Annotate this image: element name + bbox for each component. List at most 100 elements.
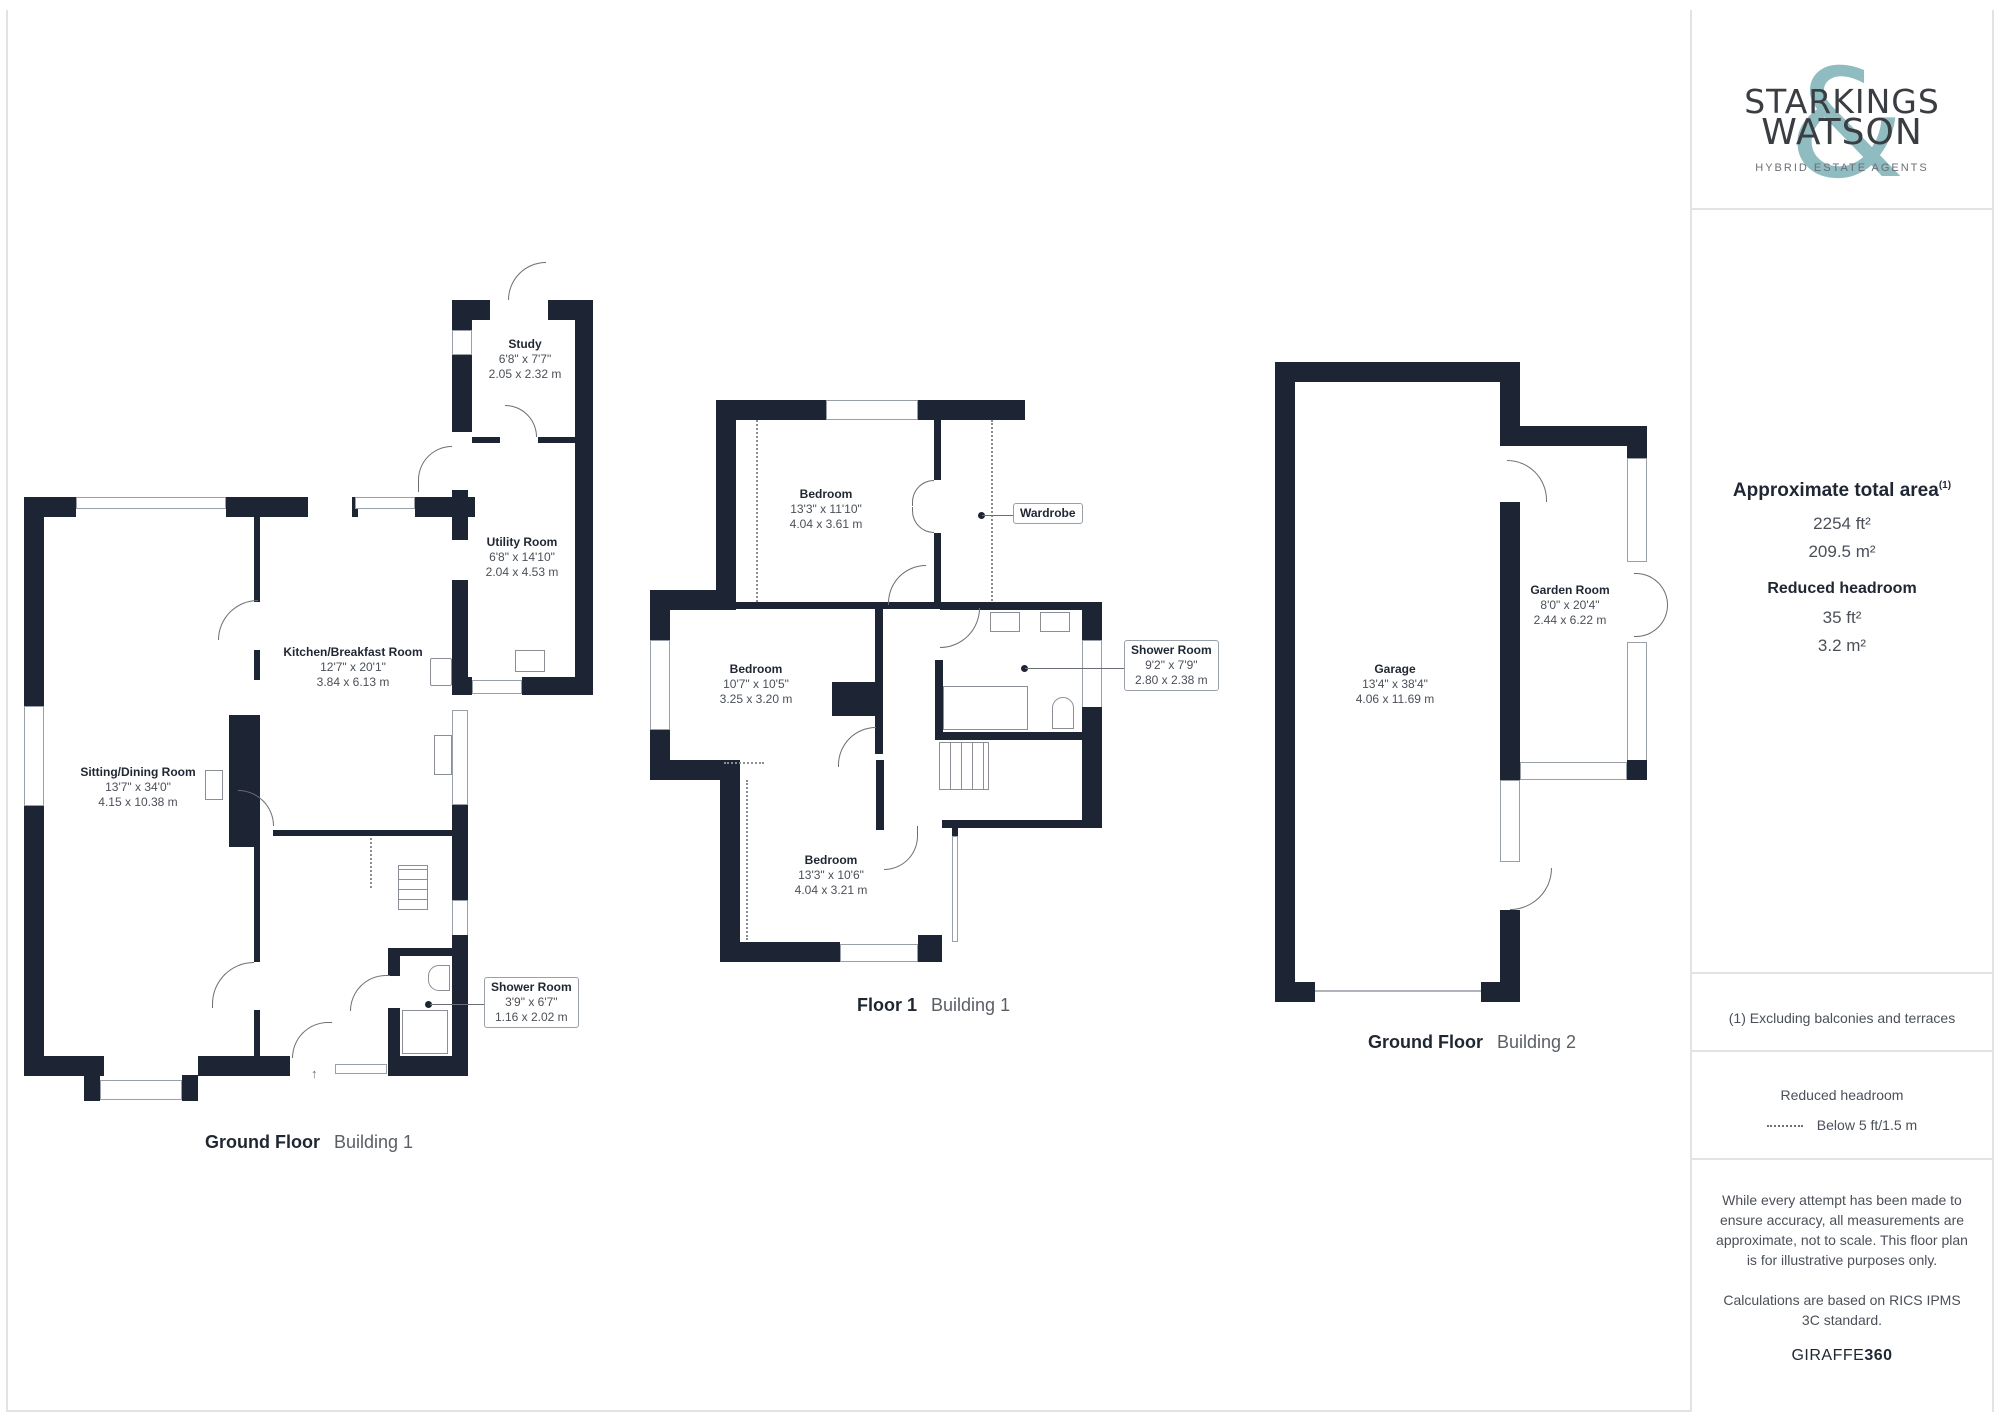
reduced-headroom-line	[746, 780, 748, 940]
divider	[1692, 208, 1992, 210]
wall	[452, 805, 468, 900]
door-icon[interactable]	[238, 790, 274, 826]
sheet-border-bottom	[6, 1410, 1691, 1412]
front-door-icon[interactable]	[292, 1022, 332, 1058]
callout-leader	[1025, 668, 1125, 669]
wall	[1627, 760, 1647, 780]
room-dimensions-metric: 2.04 x 4.53 m	[485, 565, 559, 579]
room-dimensions-metric: 3.25 x 3.20 m	[719, 692, 793, 706]
footnote-text: (1) Excluding balconies and terraces	[1728, 1010, 1956, 1026]
disclaimer: While every attempt has been made to ens…	[1714, 1190, 1970, 1330]
study-external-door-icon[interactable]	[508, 262, 546, 300]
room-label-kitchen-breakfast-room: Kitchen/Breakfast Room 12'7" x 20'1" 3.8…	[283, 645, 422, 690]
wall	[1627, 426, 1647, 458]
wall	[273, 830, 453, 836]
room-dimensions-metric: 4.06 x 11.69 m	[1355, 692, 1435, 706]
room-label-bedroom-3: Bedroom 13'3" x 10'6" 4.04 x 3.21 m	[795, 853, 868, 898]
wall	[388, 948, 468, 956]
callout-shower-room-ground: Shower Room 3'9" x 6'7" 1.16 x 2.02 m	[484, 977, 579, 1028]
door-icon[interactable]	[505, 405, 537, 437]
building-name: Building 2	[1496, 1032, 1577, 1052]
french-door-icon[interactable]	[1634, 605, 1668, 637]
staircase	[939, 742, 989, 790]
wall	[952, 826, 958, 836]
wall	[24, 497, 76, 517]
reduced-headroom-line	[370, 838, 372, 888]
giraffe360-credit: GIRAFFE360	[1692, 1347, 1992, 1365]
room-name: Wardrobe	[1020, 506, 1076, 520]
room-dimensions-imperial: 6'8" x 14'10"	[489, 550, 555, 564]
total-area-title: Approximate total area(1)	[1692, 480, 1992, 502]
wall	[1275, 362, 1520, 382]
wall	[452, 490, 468, 540]
room-name: Garage	[1374, 662, 1416, 676]
hob-icon	[430, 658, 452, 686]
wall	[388, 948, 400, 976]
divider	[1692, 1158, 1992, 1160]
wall	[1082, 707, 1102, 827]
wall	[84, 1075, 100, 1101]
wall	[182, 1075, 198, 1101]
wall	[24, 1056, 104, 1076]
door-icon[interactable]	[884, 826, 918, 870]
room-dimensions-imperial: 13'4" x 38'4"	[1362, 677, 1428, 691]
garage-door[interactable]	[1315, 990, 1481, 992]
door-icon[interactable]	[350, 975, 390, 1011]
wardrobe-door-icon[interactable]	[912, 480, 934, 506]
calculation-note: Calculations are based on RICS IPMS 3C s…	[1723, 1292, 1961, 1328]
window	[952, 836, 958, 942]
reduced-headroom-ft: 35 ft²	[1822, 608, 1862, 627]
building-name: Building 1	[931, 995, 1011, 1015]
door-icon[interactable]	[212, 962, 254, 1008]
callout-wardrobe: Wardrobe	[1013, 503, 1083, 524]
floor-name: Floor 1	[857, 995, 918, 1015]
room-dimensions-metric: 2.80 x 2.38 m	[1134, 673, 1208, 687]
door-icon[interactable]	[1510, 868, 1552, 910]
callout-dot	[1021, 665, 1028, 672]
sink-icon	[434, 735, 452, 775]
room-name: Utility Room	[486, 535, 558, 549]
french-door-icon[interactable]	[1634, 573, 1668, 605]
reduced-headroom-title: Reduced headroom	[1767, 580, 1917, 597]
credit-suffix: 360	[1864, 1347, 1893, 1364]
window	[1082, 640, 1102, 710]
fireplace-icon	[205, 770, 223, 800]
door-icon[interactable]	[838, 727, 876, 767]
total-area-ft: 2254 ft²	[1813, 514, 1871, 533]
wall	[934, 420, 941, 480]
divider	[1692, 1050, 1992, 1052]
wall	[942, 820, 1102, 828]
door-icon[interactable]	[418, 446, 452, 492]
room-name: Bedroom	[799, 487, 853, 501]
room-name: Bedroom	[729, 662, 783, 676]
divider	[1692, 972, 1992, 974]
window	[100, 1080, 182, 1100]
total-area-m: 209.5 m²	[1808, 542, 1876, 561]
door-icon[interactable]	[940, 608, 980, 648]
room-name: Bedroom	[804, 853, 858, 867]
wall	[1500, 362, 1520, 427]
room-dimensions-imperial: 10'7" x 10'5"	[723, 677, 789, 691]
door-icon[interactable]	[888, 565, 926, 605]
room-dimensions-imperial: 3'9" x 6'7"	[505, 995, 558, 1009]
entrance-arrow-icon: ↑	[311, 1066, 318, 1081]
callout-leader	[430, 1004, 484, 1005]
reduced-headroom-m: 3.2 m²	[1817, 636, 1867, 655]
wall	[934, 533, 941, 608]
wall	[538, 437, 578, 443]
window	[335, 1064, 387, 1074]
door-icon[interactable]	[218, 600, 258, 640]
callout-shower-room-floor1: Shower Room 9'2" x 7'9" 2.80 x 2.38 m	[1124, 640, 1219, 691]
credit-prefix: GIRAFFE	[1791, 1347, 1865, 1364]
brand-name-line1: STARKINGS	[1744, 82, 1940, 121]
wall	[736, 602, 940, 609]
wall	[1500, 426, 1646, 446]
door-icon[interactable]	[1507, 460, 1547, 502]
wall	[875, 716, 883, 754]
wardrobe-door-icon[interactable]	[912, 507, 934, 533]
brand-name-line2: WATSON	[1761, 112, 1923, 153]
wall	[1500, 760, 1520, 780]
room-dimensions-metric: 4.04 x 3.61 m	[789, 517, 863, 531]
wall	[1082, 602, 1102, 642]
wall	[720, 942, 840, 962]
